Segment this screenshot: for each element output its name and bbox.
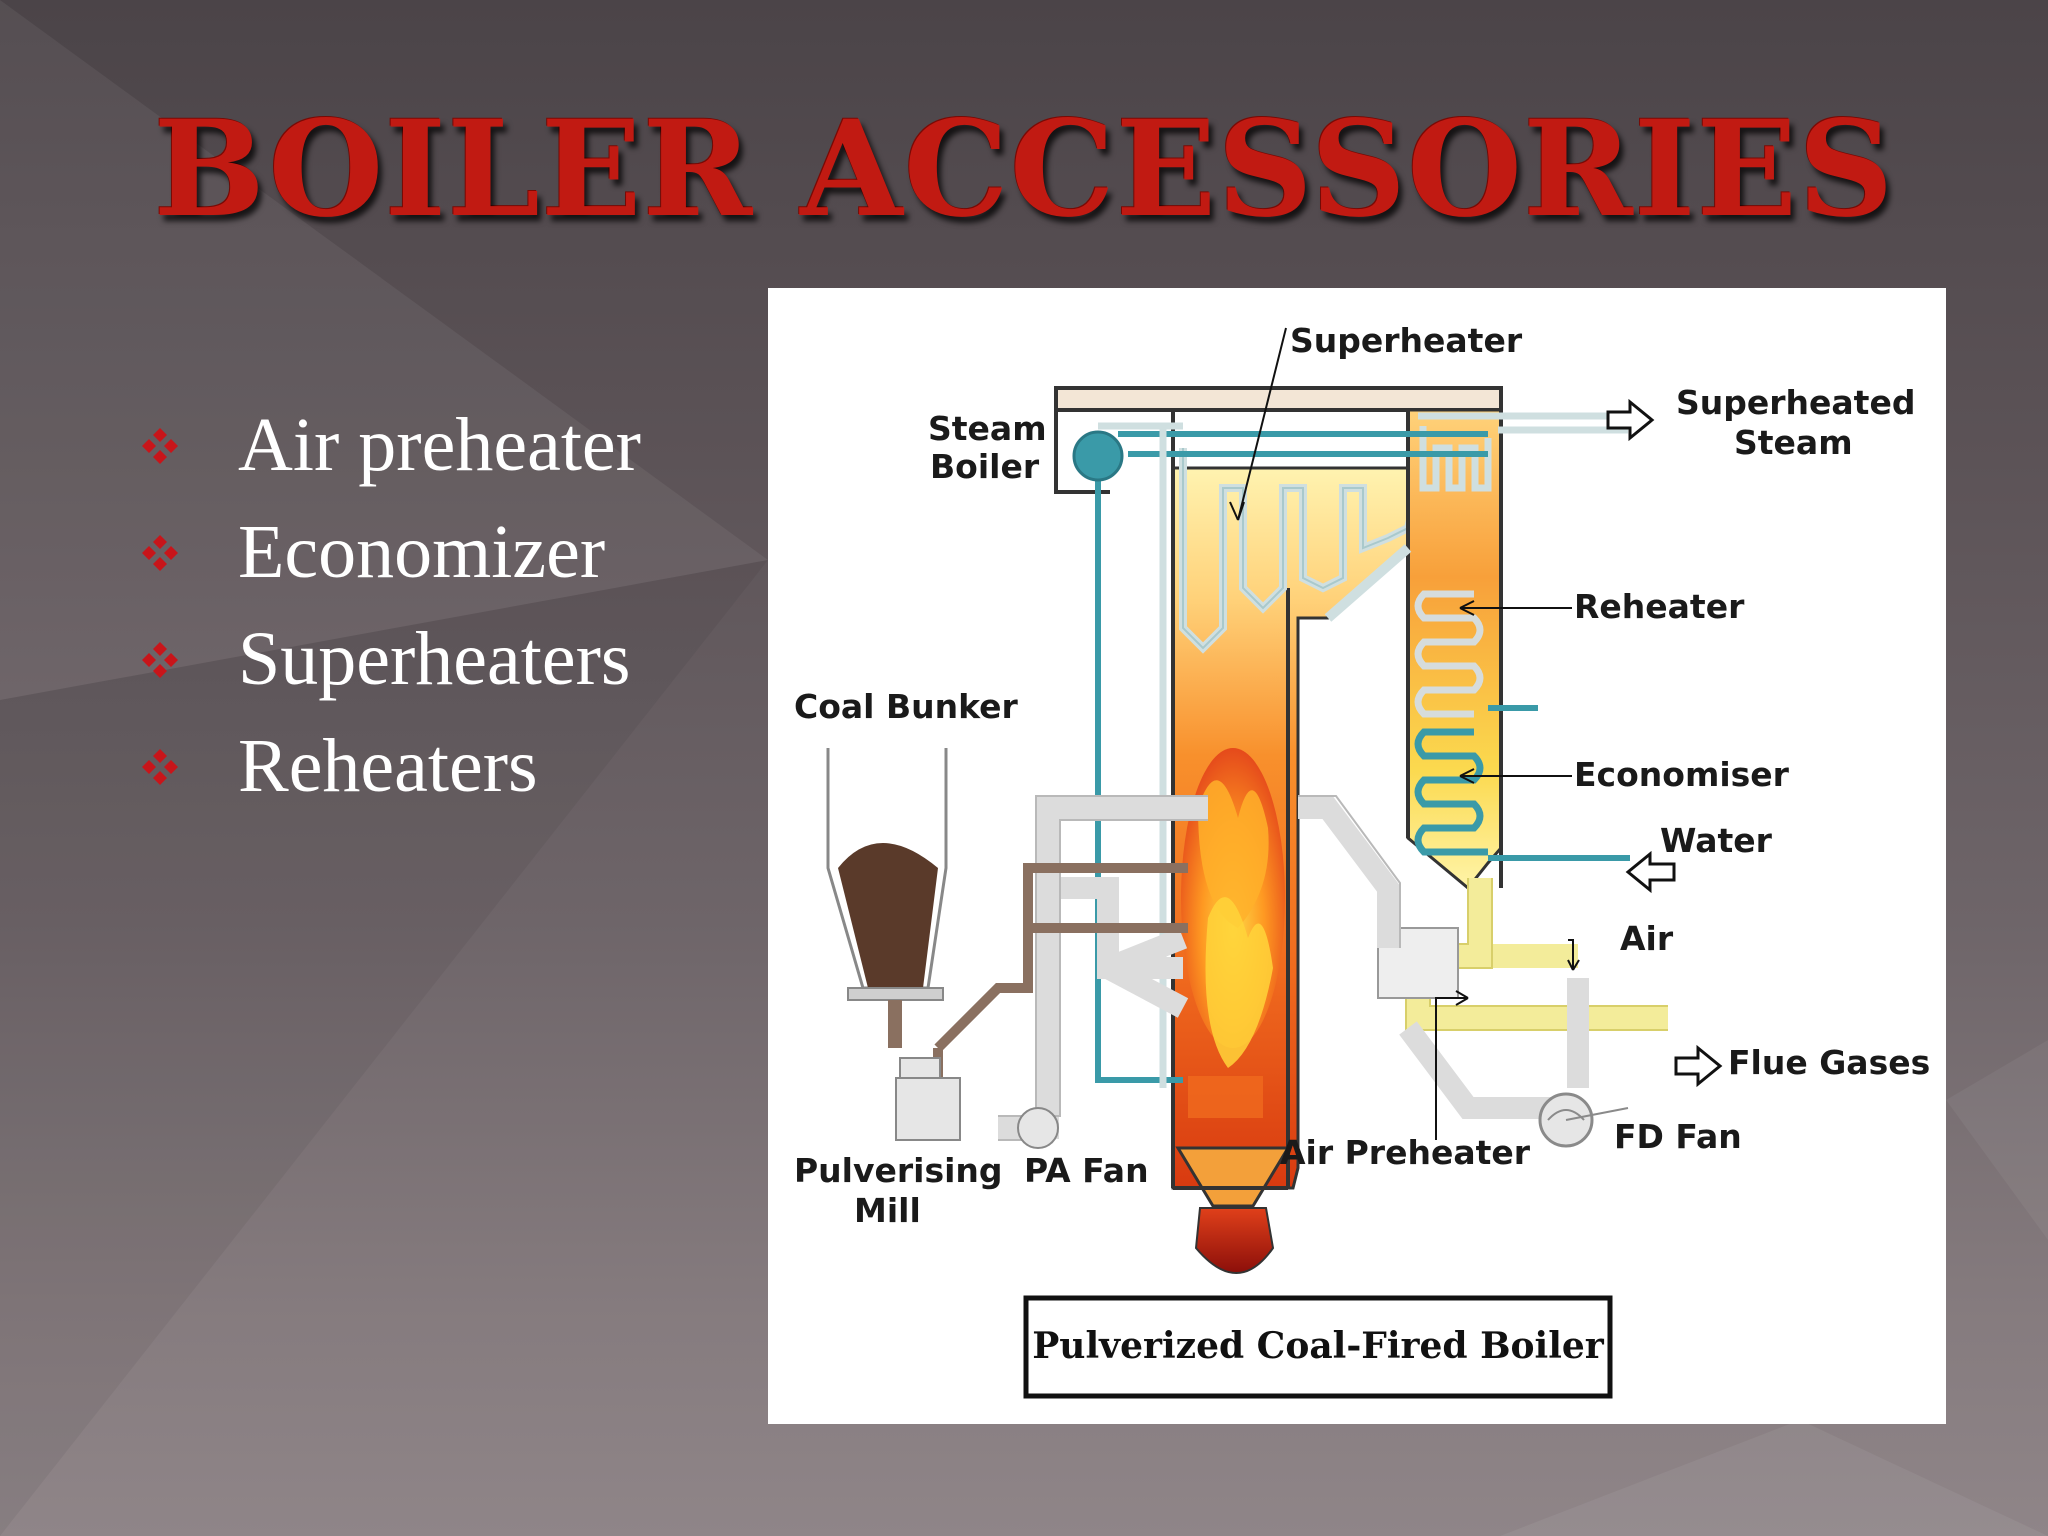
caption-box <box>1023 1295 1613 1399</box>
economiser-coil <box>1414 728 1488 856</box>
diamond-cluster-icon <box>142 427 178 464</box>
bullet-item: Air preheater <box>138 392 641 499</box>
bullet-text: Reheaters <box>238 724 538 808</box>
label-flue-gases: Flue Gases <box>1728 1043 1930 1082</box>
arrow-left-icon <box>1625 850 1676 894</box>
boiler-diagram: Superheater Steam Boiler Superheated Ste… <box>794 321 1930 1399</box>
label-superheated-steam: Superheated <box>1676 383 1915 422</box>
pulverising-mill <box>895 1057 961 1141</box>
label-superheated-steam: Steam <box>1734 423 1853 462</box>
bullet-item: Reheaters <box>138 713 641 820</box>
coal-bunker <box>826 748 948 1048</box>
diagram-caption: Pulverized Coal-Fired Boiler <box>1032 1325 1605 1367</box>
label-air-preheater: Air Preheater <box>1280 1133 1531 1172</box>
label-steam-boiler: Steam <box>928 409 1047 448</box>
bullet-item: Superheaters <box>138 606 641 713</box>
bullet-text: Economizer <box>238 510 606 594</box>
reheater-coil <box>1414 590 1484 718</box>
diamond-cluster-icon <box>142 641 178 678</box>
bullet-item: Economizer <box>138 499 641 606</box>
bullet-list: Air preheater Economizer Superheaters Re… <box>138 392 641 820</box>
label-superheater: Superheater <box>1290 321 1523 360</box>
label-pulverising-mill: Pulverising <box>794 1151 1003 1190</box>
diamond-cluster-icon <box>142 534 178 571</box>
label-air: Air <box>1620 919 1674 958</box>
label-reheater: Reheater <box>1574 587 1745 626</box>
label-fd-fan: FD Fan <box>1614 1117 1742 1156</box>
arrow-right-icon <box>1674 1044 1723 1088</box>
bullet-text: Air preheater <box>238 403 641 487</box>
boiler-casing <box>1054 386 1503 494</box>
boiler-diagram-figure: Superheater Steam Boiler Superheated Ste… <box>768 288 1946 1424</box>
label-coal-bunker: Coal Bunker <box>794 687 1019 726</box>
furnace <box>1171 410 1430 1274</box>
steam-drum <box>1072 430 1124 482</box>
label-steam-boiler: Boiler <box>930 447 1040 486</box>
slide-title: BOILER ACCESSORIES <box>153 92 1895 247</box>
callout-lines <box>1229 327 1580 1140</box>
label-economiser: Economiser <box>1574 755 1790 794</box>
label-pa-fan: PA Fan <box>1024 1151 1149 1190</box>
pa-fan <box>1017 1107 1059 1149</box>
water-steam-piping <box>1095 431 1630 1083</box>
diamond-cluster-icon <box>142 748 178 785</box>
bullet-text: Superheaters <box>238 617 631 701</box>
arrow-right-icon <box>1606 398 1655 442</box>
label-water: Water <box>1660 821 1773 860</box>
superheater-coil <box>1419 426 1492 492</box>
label-pulverising-mill: Mill <box>854 1191 921 1230</box>
fd-fan <box>1538 1092 1629 1148</box>
